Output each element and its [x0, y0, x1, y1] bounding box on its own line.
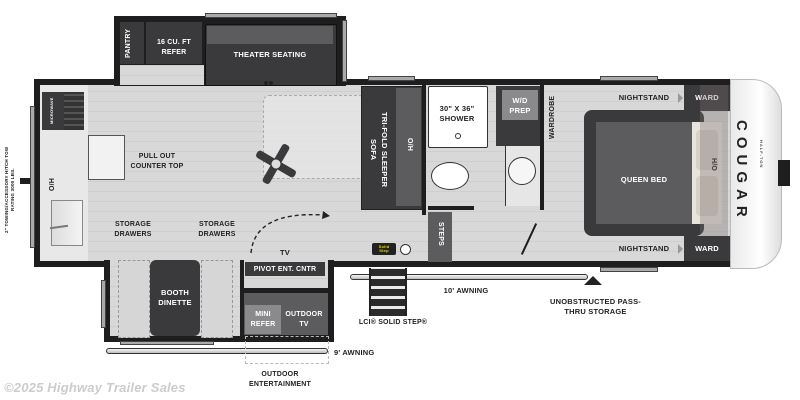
awning-10ft-label: 10' AWNING — [443, 286, 489, 295]
pillow-bottom — [696, 176, 718, 216]
cooktop — [64, 92, 84, 130]
solid-step — [369, 268, 407, 316]
storage-drawers-1-label: STORAGE DRAWERS — [114, 221, 152, 238]
ward-top — [684, 85, 730, 111]
tv-label: TV — [280, 248, 290, 257]
ward-bottom-label: WARD — [695, 244, 719, 253]
theater-seat-backs — [207, 26, 333, 44]
watermark: ©2025 Highway Trailer Sales — [4, 380, 186, 395]
oh-kitchen-label: O/H — [49, 177, 56, 191]
shower-label: 30" X 36" SHOWER — [439, 104, 475, 123]
theater-seating-label: THEATER SEATING — [233, 50, 307, 59]
outdoor-tv-label: OUTDOOR TV — [285, 311, 323, 328]
queen-bed-label: QUEEN BED — [620, 175, 668, 184]
pantry-label: PANTRY — [125, 28, 132, 58]
front-cap — [730, 79, 782, 269]
toilet-icon — [431, 162, 469, 190]
mini-refer — [245, 305, 281, 334]
refer — [146, 22, 202, 64]
bath-bottom-wall — [428, 206, 474, 210]
pass-thru-arrow-icon — [584, 276, 602, 285]
rear-bumper — [30, 106, 35, 248]
bath-wall — [422, 85, 426, 215]
queen-bed — [596, 122, 692, 224]
dinette-bench-2 — [201, 260, 233, 338]
ward-bottom — [684, 236, 730, 261]
steps-label: STEPS — [437, 222, 444, 246]
pass-thru-label: UNOBSTRUCTED PASS-THRU STORAGE — [550, 297, 641, 316]
pivot-ent-label: PIVOT ENT. CNTR — [253, 266, 317, 273]
ward-top-label: WARD — [695, 93, 719, 102]
sofa-slide-rail — [368, 76, 415, 81]
bedroom-top-rail — [600, 76, 658, 81]
solid-step-label: LCI® SOLID STEP® — [358, 319, 428, 326]
top-slideout-rail — [205, 13, 337, 18]
storage-drawers-2-label: STORAGE DRAWERS — [198, 221, 236, 238]
wardrobe-strip — [700, 85, 728, 261]
nightstand-bottom-arrow — [678, 244, 683, 254]
pantry — [120, 22, 144, 64]
microwave-label: MICROWAVE — [49, 97, 54, 125]
outdoor-entertainment-zone — [245, 336, 329, 364]
awning-9ft — [106, 348, 328, 354]
outdoor-entertainment-label: OUTDOOR ENTERTAINMENT — [249, 371, 311, 388]
mini-refer-label: MINI REFER — [250, 311, 276, 328]
refer-floor — [120, 65, 204, 85]
no-smoking-icon — [400, 244, 411, 255]
awning-9ft-label: 9' AWNING — [334, 348, 375, 357]
oh-sofa-label: O/H — [406, 138, 413, 152]
pillow-top — [696, 130, 718, 170]
kingpin — [778, 160, 790, 186]
nightstand-bottom-label: NIGHTSTAND — [618, 244, 670, 253]
slideout-bottom-rail — [120, 341, 214, 345]
solid-step-badge — [372, 243, 396, 255]
dinette-bench-1 — [118, 260, 150, 338]
top-slideout-rail-side — [342, 20, 347, 82]
wd-prep-label: W/D PREP — [509, 96, 531, 115]
sink-bath-icon — [508, 157, 536, 185]
bottom-slideout-rail-side — [101, 280, 106, 328]
pull-out-counter-label: PULL OUT COUNTER TOP — [130, 153, 184, 170]
nightstand-top-label: NIGHTSTAND — [618, 93, 670, 102]
pivot-swing-arrow — [250, 211, 330, 254]
wardrobe-label: WARDROBE — [549, 95, 556, 139]
sleeper-sofa-label: TRI-FOLD SLEEPER SOFA — [369, 112, 389, 188]
sink — [51, 200, 83, 246]
pull-out-counter — [88, 135, 125, 180]
ceiling-fan-icon — [256, 144, 296, 184]
refer-label: 16 CU. FT REFER — [156, 39, 192, 56]
sofa-oh-cabinet — [396, 88, 421, 206]
brand-sub: HALF-TON — [759, 140, 764, 169]
microwave — [42, 92, 64, 130]
bath-right-wall — [540, 85, 544, 210]
booth-dinette-table — [150, 260, 200, 336]
nightstand-top-arrow — [678, 93, 683, 103]
brand-logo: COUGAR — [733, 120, 750, 223]
hitch-note: 2" TOWING/ACCESSORY HITCH TOW RATING 300… — [4, 146, 15, 234]
shower-drain-icon — [455, 133, 461, 139]
steps — [428, 212, 452, 262]
solid-step-badge-text: Solid Step — [378, 244, 390, 253]
booth-dinette-label: BOOTH DINETTE — [158, 288, 192, 307]
wd-prep — [502, 90, 538, 120]
hitch — [20, 178, 34, 184]
bedroom-bottom-rail — [600, 267, 658, 272]
cup-holders-icon — [264, 72, 274, 85]
pivot-ent-center — [245, 262, 325, 276]
oh-bed-label: H/O — [710, 158, 717, 172]
